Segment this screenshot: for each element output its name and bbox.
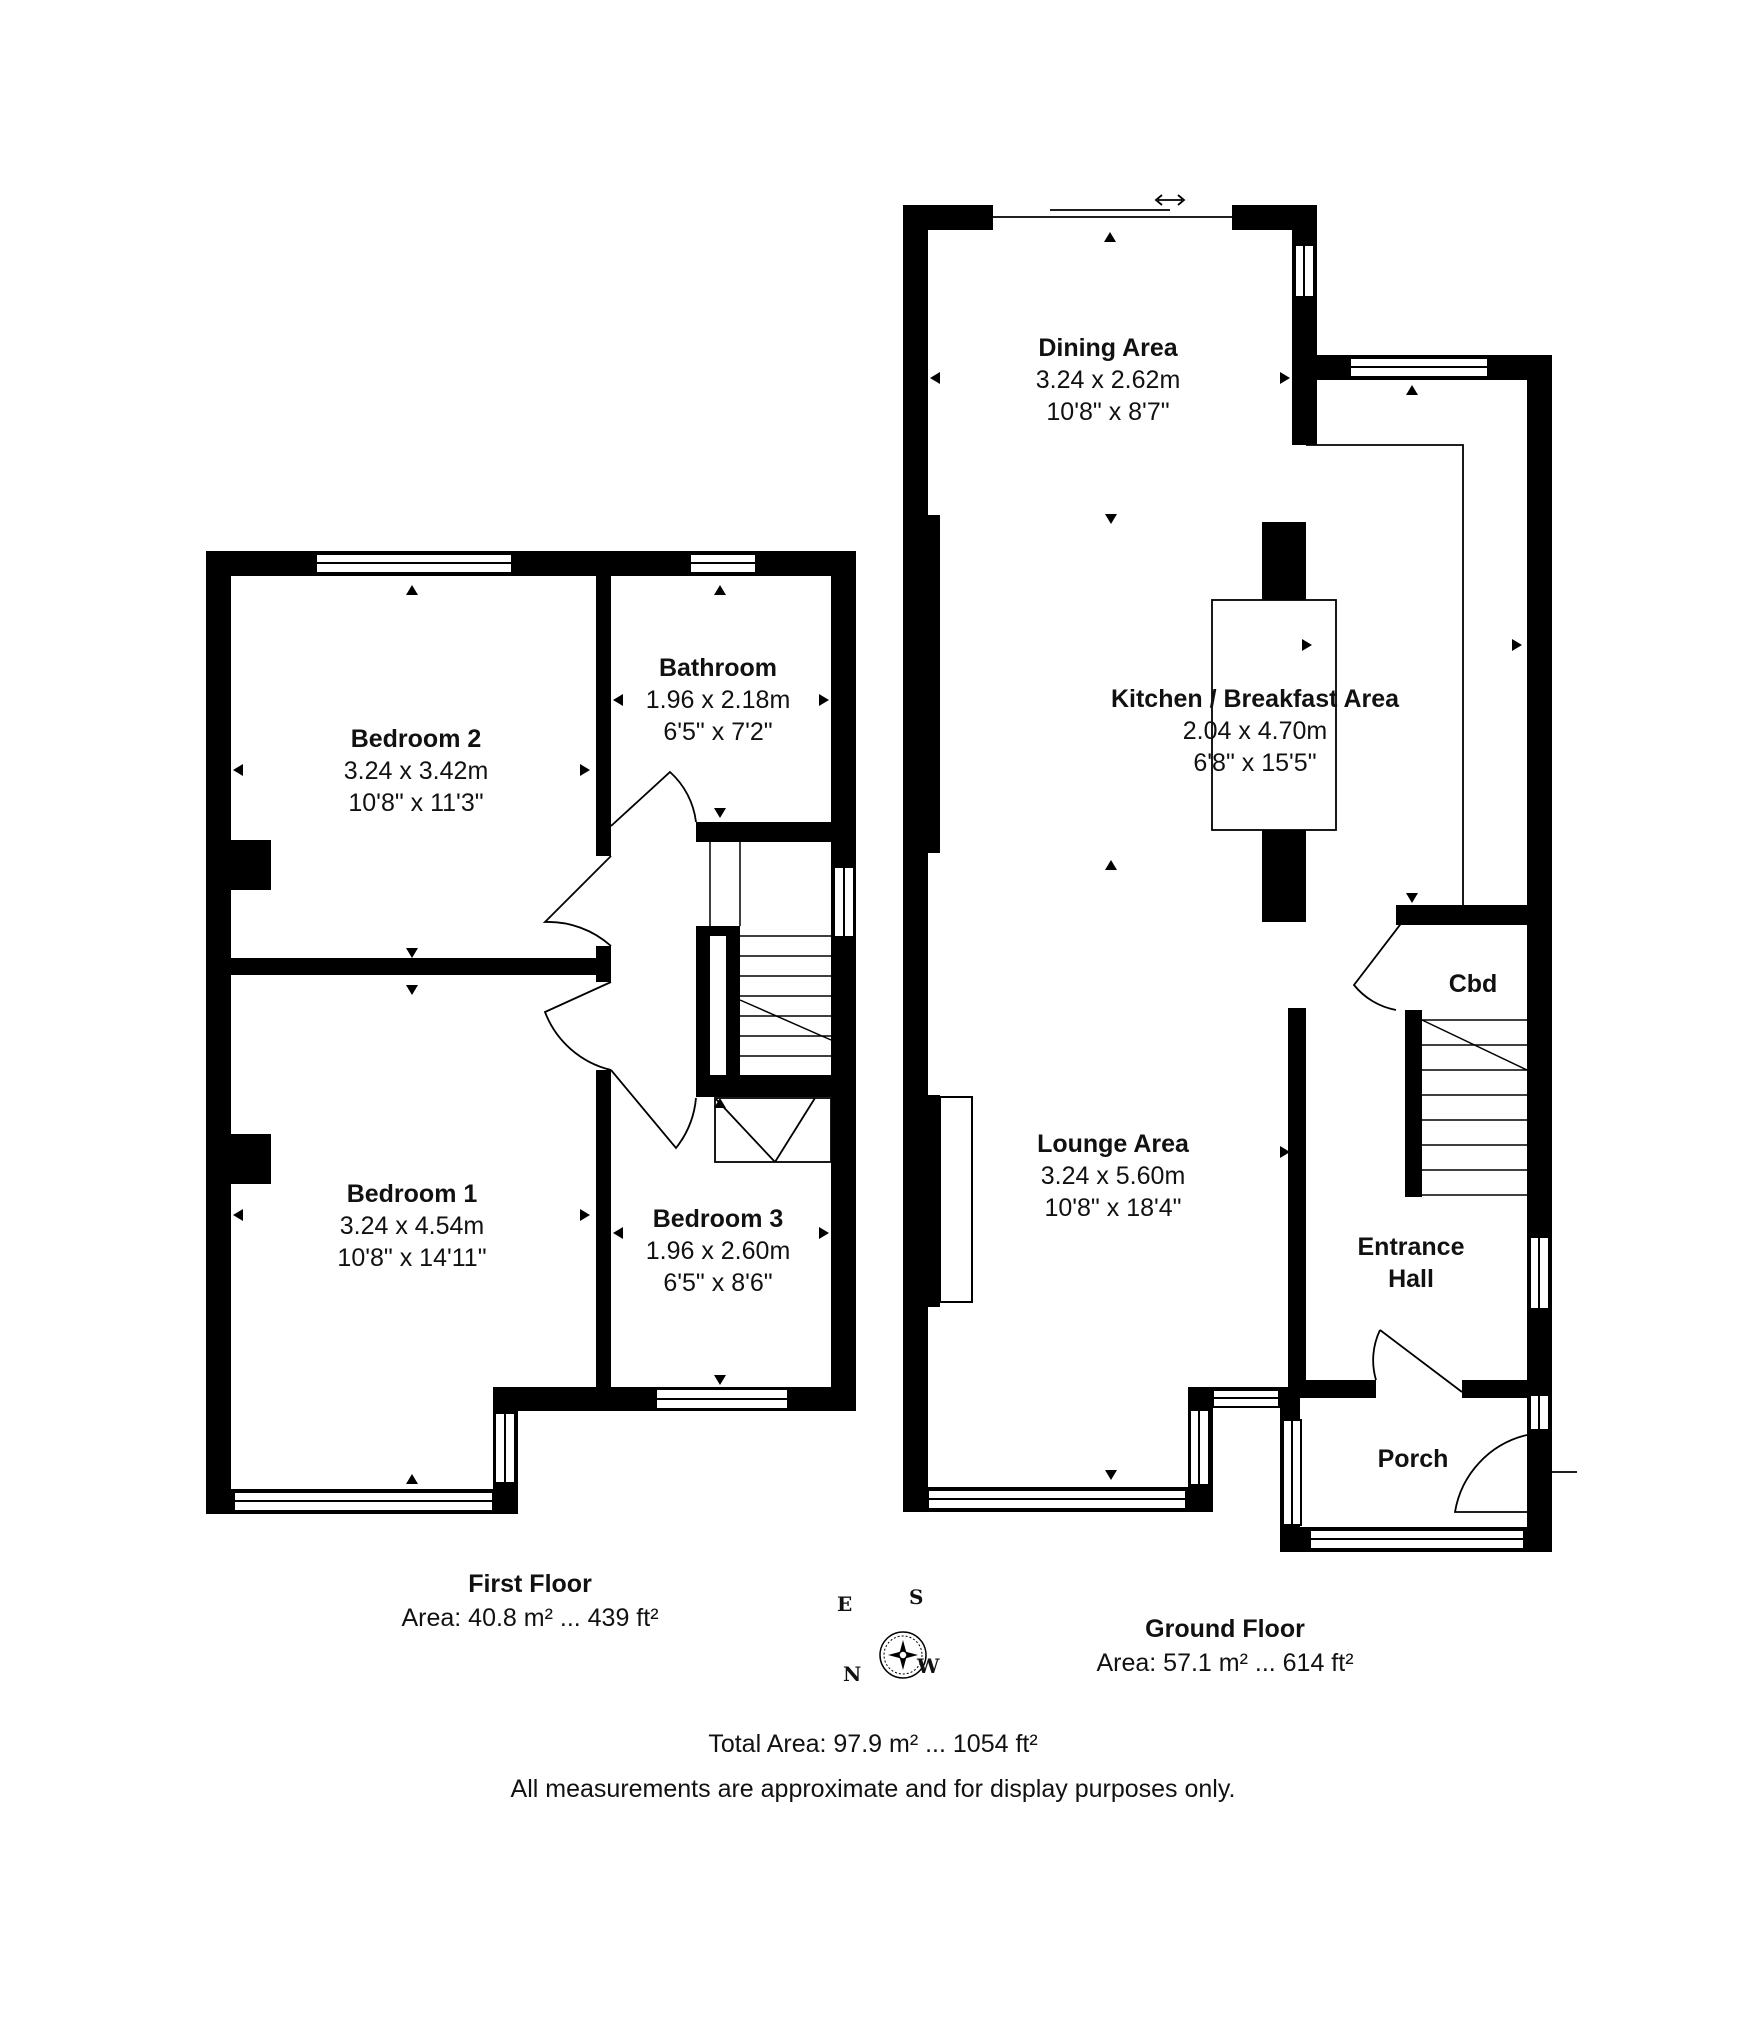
first-floor-title: First Floor: [468, 1570, 592, 1598]
ground-floor-area: Area: 57.1 m² ... 614 ft²: [1096, 1649, 1354, 1677]
room-name: Dining Area: [1038, 334, 1178, 362]
ground-floor-lines: [993, 194, 1577, 1513]
room-label-kitchen: Kitchen / Breakfast Area 2.04 x 4.70m 6'…: [1111, 683, 1399, 779]
room-imperial: 10'8" x 8'7": [1046, 398, 1170, 426]
room-imperial: 10'8" x 11'3": [348, 789, 484, 817]
first-floor-doors: [542, 770, 832, 1163]
first-floor-markers: [233, 585, 829, 1484]
room-label-porch: Porch: [1378, 1443, 1449, 1475]
room-name: Bedroom 3: [652, 1205, 784, 1233]
room-metric: 3.24 x 2.62m: [1035, 366, 1181, 394]
room-metric: 1.96 x 2.60m: [645, 1237, 791, 1265]
room-imperial: 10'8" x 14'11": [337, 1244, 487, 1272]
room-name: Kitchen / Breakfast Area: [1110, 685, 1400, 713]
ground-floor-caption: Ground Floor Area: 57.1 m² ... 614 ft²: [1096, 1612, 1353, 1680]
room-label-dining-area: Dining Area 3.24 x 2.62m 10'8" x 8'7": [1036, 332, 1181, 428]
first-floor-caption: First Floor Area: 40.8 m² ... 439 ft²: [401, 1567, 658, 1635]
ground-floor-title: Ground Floor: [1145, 1615, 1305, 1643]
ground-floor-plan: [903, 205, 1552, 1552]
compass-e: E: [837, 1592, 853, 1616]
total-area-text: Total Area: 97.9 m² ... 1054 ft²: [708, 1730, 1038, 1758]
room-metric: 3.24 x 4.54m: [339, 1212, 485, 1240]
first-floor-area: Area: 40.8 m² ... 439 ft²: [401, 1604, 659, 1632]
room-metric: 3.24 x 5.60m: [1040, 1162, 1186, 1190]
disclaimer-text: All measurements are approximate and for…: [510, 1775, 1236, 1803]
room-label-bedroom-1: Bedroom 1 3.24 x 4.54m 10'8" x 14'11": [337, 1178, 486, 1274]
disclaimer: All measurements are approximate and for…: [511, 1772, 1236, 1806]
room-name-line1: Entrance: [1357, 1233, 1465, 1261]
room-name: Cbd: [1448, 970, 1498, 998]
compass-icon: [879, 1631, 927, 1679]
compass-w: W: [917, 1654, 940, 1678]
first-floor-stairs: [709, 842, 832, 1057]
room-metric: 1.96 x 2.18m: [645, 686, 791, 714]
room-name: Bedroom 1: [346, 1180, 478, 1208]
ground-floor-markers: [930, 232, 1542, 1480]
room-label-cbd: Cbd: [1449, 968, 1498, 1000]
compass-s: S: [909, 1585, 924, 1609]
ground-floor-windows: [927, 244, 1550, 1550]
room-name: Bathroom: [658, 654, 778, 682]
room-imperial: 10'8" x 18'4": [1044, 1194, 1182, 1222]
room-label-bedroom-2: Bedroom 2 3.24 x 3.42m 10'8" x 11'3": [344, 723, 489, 819]
room-label-entrance-hall: Entrance Hall: [1358, 1231, 1465, 1295]
room-name: Bedroom 2: [350, 725, 482, 753]
room-name-line2: Hall: [1388, 1265, 1434, 1293]
room-imperial: 6'5" x 8'6": [663, 1269, 773, 1297]
ground-floor-stairs: [1421, 1019, 1528, 1196]
first-floor-windows: [233, 553, 855, 1512]
room-name: Porch: [1377, 1445, 1449, 1473]
total-area: Total Area: 97.9 m² ... 1054 ft²: [708, 1727, 1037, 1761]
compass-n: N: [843, 1662, 862, 1686]
room-label-lounge-area: Lounge Area 3.24 x 5.60m 10'8" x 18'4": [1037, 1128, 1189, 1224]
room-metric: 2.04 x 4.70m: [1182, 717, 1328, 745]
room-metric: 3.24 x 3.42m: [343, 757, 489, 785]
room-name: Lounge Area: [1037, 1130, 1189, 1158]
room-label-bathroom: Bathroom 1.96 x 2.18m 6'5" x 7'2": [646, 652, 791, 748]
room-imperial: 6'8" x 15'5": [1193, 749, 1317, 777]
room-imperial: 6'5" x 7'2": [663, 718, 773, 746]
room-label-bedroom-3: Bedroom 3 1.96 x 2.60m 6'5" x 8'6": [646, 1203, 791, 1299]
